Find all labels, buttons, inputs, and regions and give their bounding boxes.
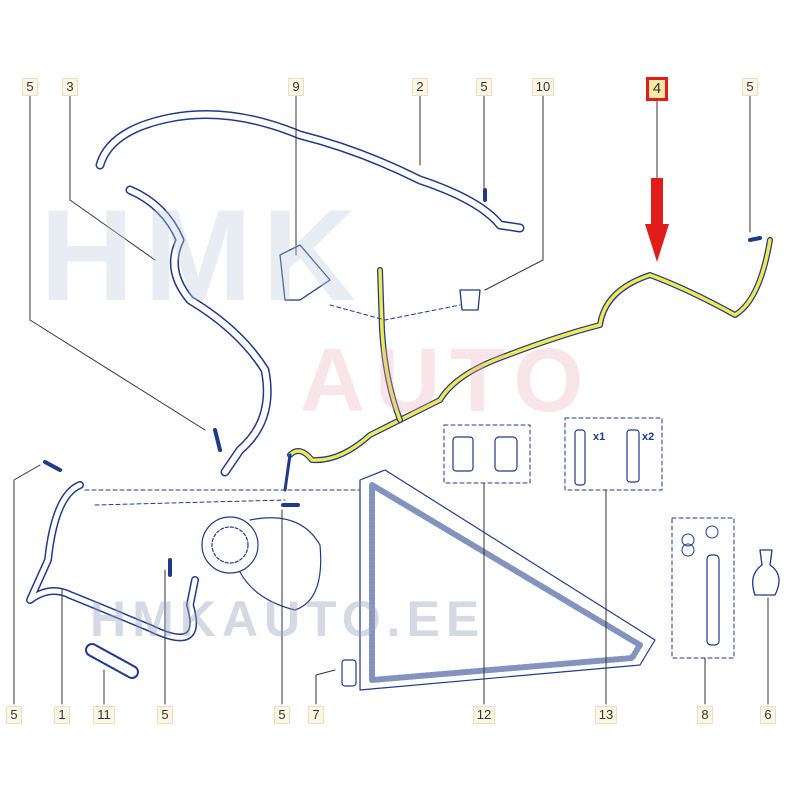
kit-12-box <box>443 424 531 484</box>
callout-13[interactable]: 13 <box>595 706 617 724</box>
quantity-x1: x1 <box>593 431 606 443</box>
condenser-12 <box>359 469 656 691</box>
bracket-9 <box>279 244 331 301</box>
kit-8-box <box>671 517 735 659</box>
kit-13-box <box>564 417 663 491</box>
arrow-icon <box>645 178 669 262</box>
callout-12[interactable]: 12 <box>473 706 495 724</box>
quantity-x2: x2 <box>642 431 655 443</box>
callout-6[interactable]: 6 <box>760 706 776 724</box>
callout-7[interactable]: 7 <box>308 706 324 724</box>
callout-10[interactable]: 10 <box>532 78 554 96</box>
pipe-3 <box>125 185 272 477</box>
callout-3[interactable]: 3 <box>62 78 78 96</box>
callout-5[interactable]: 5 <box>22 78 38 96</box>
part-7 <box>341 659 357 687</box>
callout-9[interactable]: 9 <box>288 78 304 96</box>
callout-11[interactable]: 11 <box>93 706 115 724</box>
callout-5[interactable]: 5 <box>157 706 173 724</box>
callout-4-highlighted[interactable]: 4 <box>646 77 668 101</box>
clip-10 <box>459 289 481 311</box>
callout-5[interactable]: 5 <box>476 78 492 96</box>
callout-5[interactable]: 5 <box>274 706 290 724</box>
callout-5[interactable]: 5 <box>742 78 758 96</box>
callout-2[interactable]: 2 <box>412 78 428 96</box>
pipe-4-highlighted <box>283 237 773 492</box>
compressor <box>201 516 322 611</box>
callout-1[interactable]: 1 <box>54 706 70 724</box>
callout-8[interactable]: 8 <box>697 706 713 724</box>
callout-5[interactable]: 5 <box>6 706 22 724</box>
part-6 <box>752 549 780 596</box>
